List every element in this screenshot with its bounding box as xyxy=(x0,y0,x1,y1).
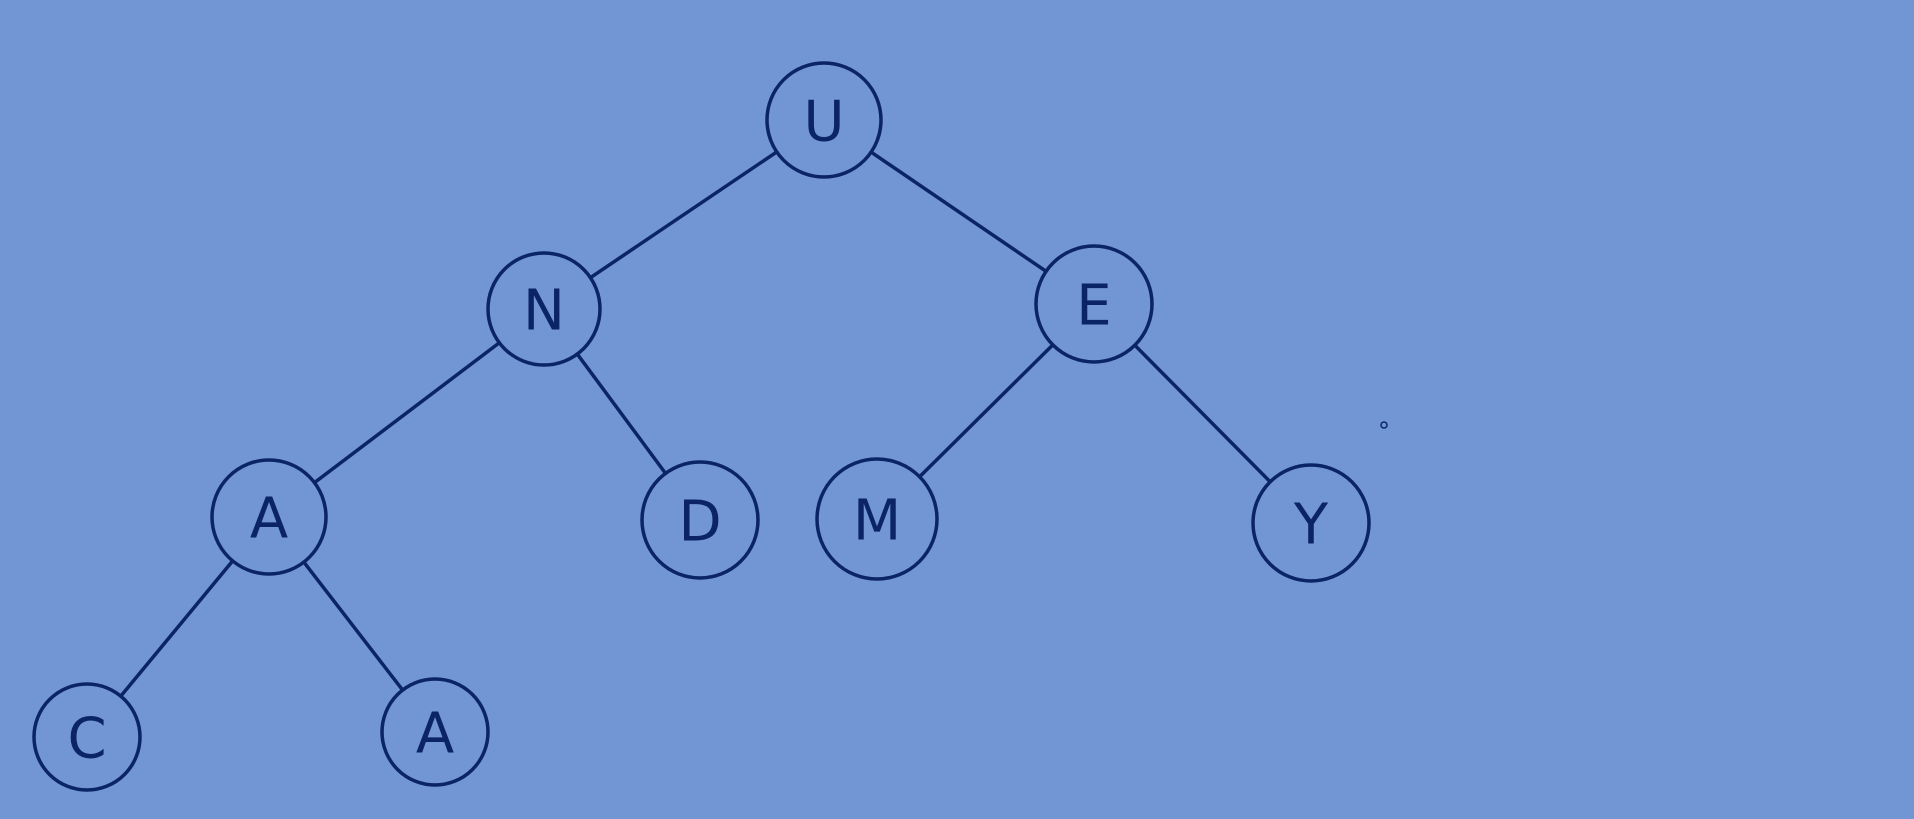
stray-dot-mark xyxy=(1380,421,1388,429)
tree-node-label: E xyxy=(1076,274,1111,339)
tree-node-circle xyxy=(32,682,142,792)
tree-node: U xyxy=(765,61,883,179)
tree-node-label: U xyxy=(804,90,845,155)
tree-node-circle xyxy=(815,457,939,581)
edges-layer xyxy=(119,150,1272,698)
tree-edge-n0-n1 xyxy=(588,150,779,280)
tree-node-label: N xyxy=(523,279,565,344)
tree-node-label: A xyxy=(250,487,288,552)
tree-node: C xyxy=(32,682,142,792)
tree-edge-n2-n6 xyxy=(1133,343,1272,484)
tree-node-circle xyxy=(765,61,883,179)
tree-node: A xyxy=(210,458,328,576)
tree-node: N xyxy=(486,251,602,367)
tree-edge-n0-n2 xyxy=(869,150,1048,274)
tree-node-label: D xyxy=(678,490,721,555)
tree-node-label: C xyxy=(67,707,106,772)
tree-node: A xyxy=(380,677,490,787)
tree-edge-n2-n5 xyxy=(917,343,1055,479)
tree-node-circle xyxy=(1034,244,1154,364)
nodes-layer: U N E A D M Y C A xyxy=(32,61,1371,792)
tree-node-label: A xyxy=(416,702,454,767)
tree-edge-n3-n7 xyxy=(119,559,235,698)
tree-node-circle xyxy=(210,458,328,576)
tree-node-circle xyxy=(640,460,760,580)
tree-node: M xyxy=(815,457,939,581)
tree-node-circle xyxy=(380,677,490,787)
tree-node: D xyxy=(640,460,760,580)
tree-node-label: Y xyxy=(1293,493,1329,558)
tree-node-circle xyxy=(486,251,602,367)
tree-edge-n1-n3 xyxy=(312,341,502,485)
tree-edge-n1-n4 xyxy=(575,352,668,476)
tree-edge-n3-n8 xyxy=(302,560,405,692)
tree-node-circle xyxy=(1251,463,1371,583)
tree-node: E xyxy=(1034,244,1154,364)
tree-node: Y xyxy=(1251,463,1371,583)
tree-node-label: M xyxy=(853,489,901,554)
